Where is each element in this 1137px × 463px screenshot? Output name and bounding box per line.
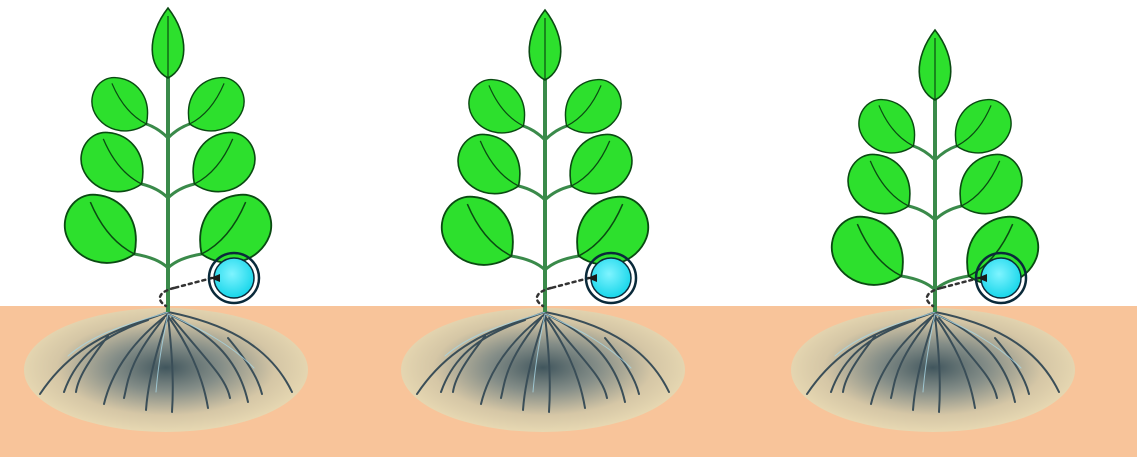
- wet-zone: [401, 308, 685, 432]
- wet-zone: [791, 308, 1075, 432]
- wet-zone: [24, 308, 308, 432]
- bottom-edge: [0, 457, 1137, 463]
